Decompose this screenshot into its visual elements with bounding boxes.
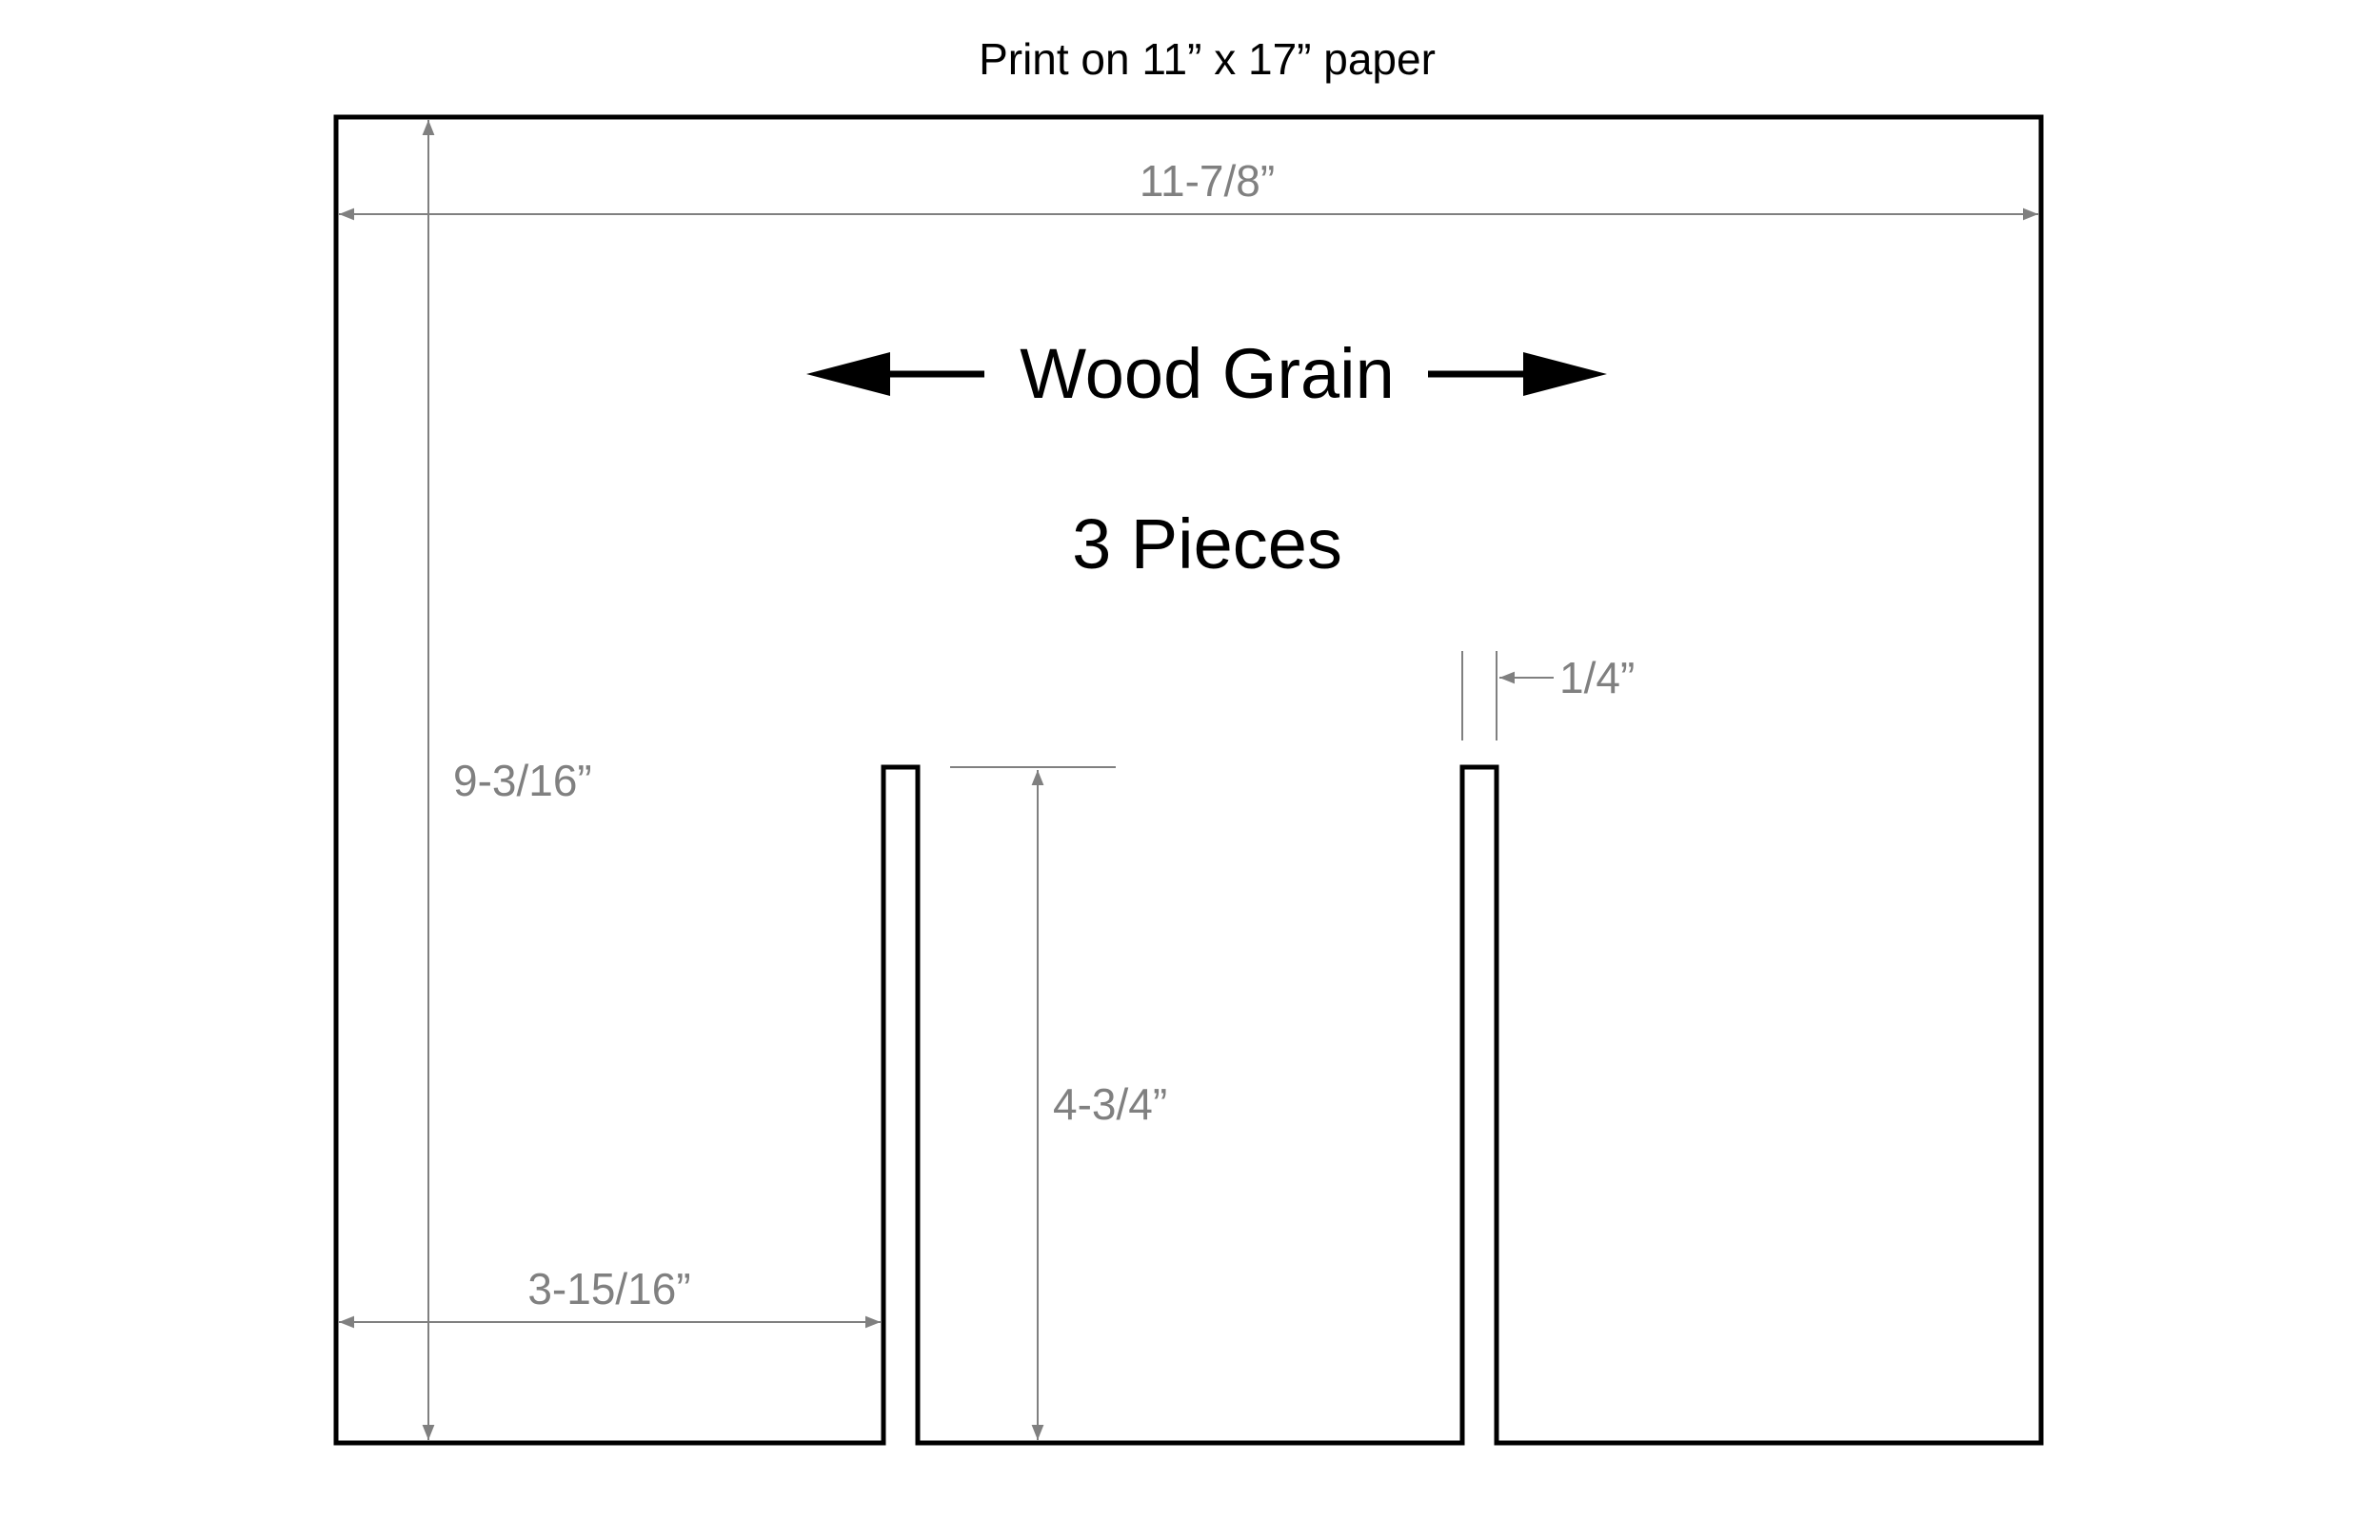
grain-arrow-right (1428, 352, 1607, 396)
overall-width-label: 11-7/8” (1140, 156, 1275, 206)
slot-width-label: 1/4” (1559, 653, 1635, 702)
overall-height-label: 9-3/16” (453, 756, 592, 805)
piece-outline (333, 114, 2044, 1446)
slot-depth-label: 4-3/4” (1053, 1079, 1167, 1129)
print-note: Print on 11” x 17” paper (979, 34, 1436, 84)
grain-arrow-left (806, 352, 984, 396)
pieces-label: 3 Pieces (1072, 504, 1342, 583)
slot-offset-label: 3-15/16” (527, 1264, 690, 1313)
grain-label: Wood Grain (1020, 334, 1395, 413)
